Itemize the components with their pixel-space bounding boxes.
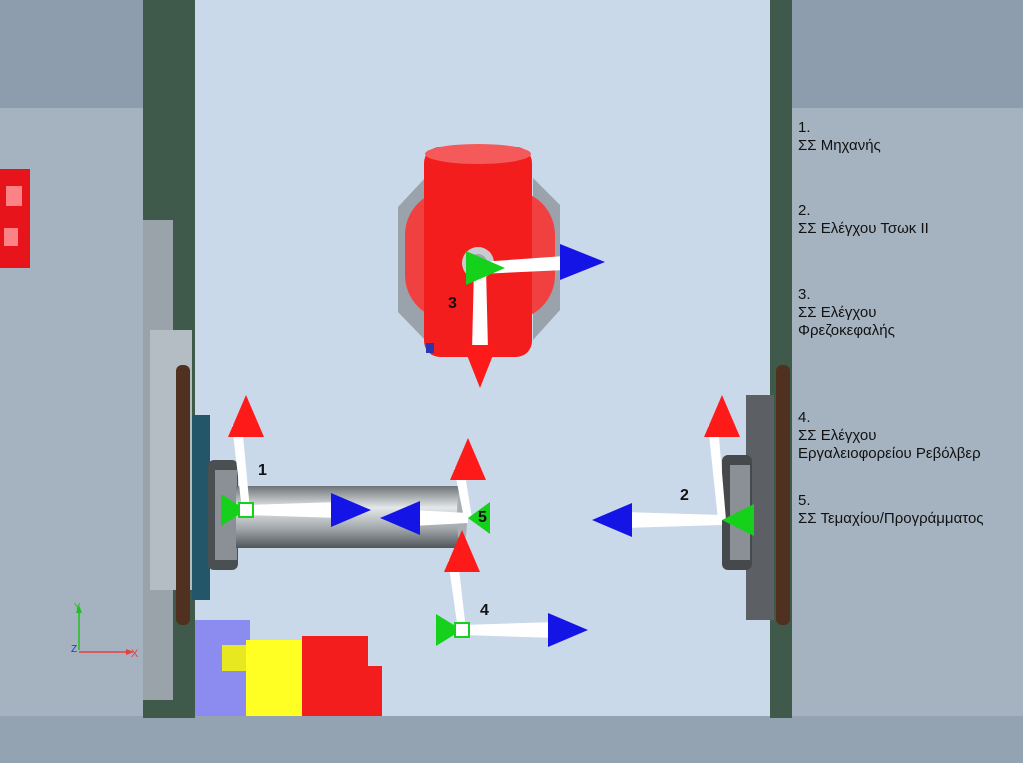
triad-origin-cube <box>454 622 470 638</box>
triad-x-arrow <box>468 502 490 534</box>
legend-text: ΣΣ Ελέγχου <box>798 427 877 444</box>
legend-text: ΣΣ Τεμαχίου/Προγράμματος <box>798 510 984 527</box>
triad-y-shaft <box>448 560 466 630</box>
legend-number: 3. <box>798 286 811 303</box>
legend-item-2: 2. ΣΣ Ελέγχου Τσωκ II <box>798 202 929 238</box>
triad-x-arrow <box>436 614 462 646</box>
triad-z-arrow <box>548 613 588 647</box>
legend-item-4: 4. ΣΣ Ελέγχου Εργαλειοφορείου Ρεβόλβερ <box>798 409 981 463</box>
triad-y-arrow <box>463 345 497 388</box>
triad-y-shaft <box>232 425 250 510</box>
triad-z-shaft <box>246 502 339 518</box>
origin-number-1: 1 <box>258 462 267 479</box>
triad-y-arrow <box>444 530 480 572</box>
triad-z-arrow <box>592 503 632 537</box>
brand-logo-icon <box>0 169 30 268</box>
triad-z-arrow <box>380 501 420 535</box>
legend-item-5: 5. ΣΣ Τεμαχίου/Προγράμματος <box>798 492 984 528</box>
triad-z-shaft <box>412 510 468 526</box>
origin-number-4: 4 <box>480 602 489 619</box>
legend-text: ΣΣ Ελέγχου Τσωκ II <box>798 220 929 237</box>
legend-text: Εργαλειοφορείου Ρεβόλβερ <box>798 445 981 462</box>
legend-number: 5. <box>798 492 811 509</box>
mini-triad-z-label: Z <box>71 644 77 655</box>
legend-text: Φρεζοκεφαλής <box>798 322 895 339</box>
triad-z-arrow <box>560 244 605 280</box>
legend-text: ΣΣ Ελέγχου <box>798 304 877 321</box>
origin-number-2: 2 <box>680 487 689 504</box>
legend-text: ΣΣ Μηχανής <box>798 137 881 154</box>
upper-left-panel <box>0 0 145 108</box>
chip-blocks <box>195 620 382 716</box>
upper-right-panel <box>790 0 1023 108</box>
triad-origin-cube <box>238 502 254 518</box>
triad-y-shaft <box>708 425 726 520</box>
triad-z-shaft <box>462 622 556 638</box>
right-panel <box>790 108 1023 763</box>
triad-x-arrow <box>221 494 246 526</box>
coordinate-axes-icon: Y Z X <box>71 602 139 660</box>
coordinate-triads <box>221 244 754 647</box>
bottom-strip <box>0 716 1023 763</box>
triad-x-arrow <box>466 251 505 285</box>
origin-number-5: 5 <box>478 509 487 526</box>
legend-item-1: 1. ΣΣ Μηχανής <box>798 119 881 155</box>
mini-triad-y-label: Y <box>74 602 81 613</box>
triad-z-shaft <box>624 512 722 528</box>
triad-y-arrow <box>450 438 486 480</box>
legend-number: 2. <box>798 202 811 219</box>
triad-y-shaft <box>472 268 488 350</box>
origin-number-3: 3 <box>448 295 457 312</box>
triad-z-arrow <box>331 493 371 527</box>
legend-number: 4. <box>798 409 811 426</box>
mini-triad-x-label: X <box>131 648 139 660</box>
legend-number: 1. <box>798 119 811 136</box>
triad-y-arrow <box>228 395 264 437</box>
triad-y-arrow <box>704 395 740 437</box>
legend-item-3: 3. ΣΣ Ελέγχου Φρεζοκεφαλής <box>798 286 895 340</box>
triad-x-arrow <box>722 504 754 536</box>
triad-y-shaft <box>454 468 472 518</box>
